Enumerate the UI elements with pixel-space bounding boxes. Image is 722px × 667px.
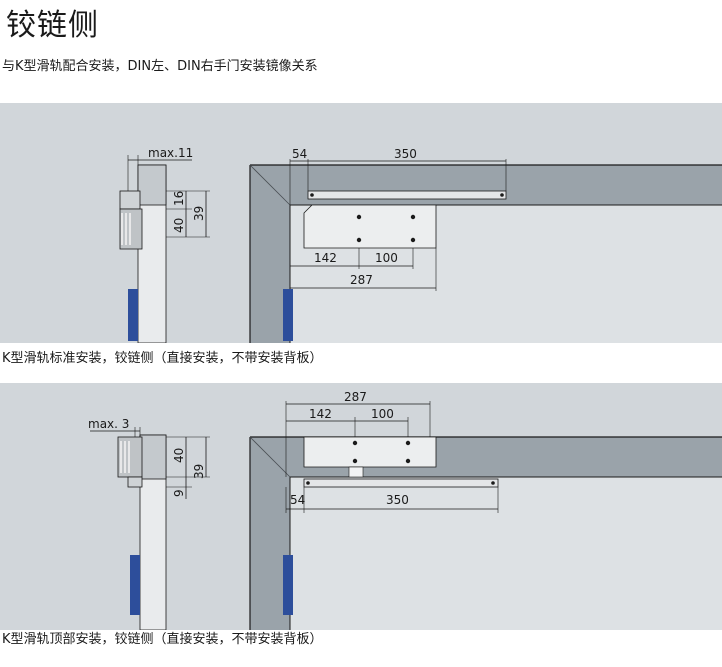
hinge-front	[283, 289, 293, 341]
dim-max-gap: max.11	[148, 146, 193, 160]
page-title: 铰链侧	[6, 8, 99, 43]
dim-40: 40	[172, 448, 186, 463]
front-frame-view: 287 142 100 54 350	[249, 390, 722, 630]
rail-profile	[119, 190, 141, 210]
hinge-side	[130, 555, 140, 615]
closer-profile	[119, 208, 143, 250]
dim-39: 39	[192, 206, 206, 221]
door-opening	[290, 477, 722, 630]
frame-head-section	[137, 164, 167, 206]
dim-287: 287	[350, 273, 373, 287]
diagram-caption-standard: K型滑轨标准安装，铰链侧（直接安装，不带安装背板）	[2, 351, 323, 366]
dim-54: 54	[290, 493, 305, 507]
dim-287: 287	[344, 390, 367, 404]
closer-profile	[117, 436, 143, 478]
dim-40: 40	[172, 218, 186, 233]
hinge-front	[283, 555, 293, 615]
dim-39: 39	[192, 464, 206, 479]
rail-profile	[127, 476, 143, 488]
front-frame-view: 54 350 142 100 287	[249, 147, 722, 343]
dim-350: 350	[394, 147, 417, 161]
slide-rail	[307, 190, 507, 200]
dim-16: 16	[172, 191, 186, 206]
diagram-panel-top-mount: max. 3 40 39 9	[0, 383, 722, 630]
diagram-panel-standard: max.11 16 40 39	[0, 103, 722, 343]
dim-100: 100	[375, 251, 398, 265]
door-closer-body	[303, 204, 437, 249]
closer-arm	[348, 466, 364, 478]
page-subtitle: 与K型滑轨配合安装，DIN左、DIN右手门安装镜像关系	[2, 59, 318, 74]
dim-142: 142	[309, 407, 332, 421]
frame-head-section	[139, 434, 167, 480]
hinge-side	[128, 289, 138, 341]
dim-54: 54	[292, 147, 307, 161]
dim-142: 142	[314, 251, 337, 265]
diagram-top-mount-svg: max. 3 40 39 9	[88, 390, 722, 630]
dim-9: 9	[172, 489, 186, 497]
door-closer-body	[303, 436, 437, 468]
side-section-view: max.11 16 40 39	[119, 146, 210, 343]
diagram-caption-top-mount: K型滑轨顶部安装，铰链侧（直接安装，不带安装背板）	[2, 632, 323, 647]
side-section-view: max. 3 40 39 9	[88, 417, 210, 630]
dim-100: 100	[371, 407, 394, 421]
diagram-standard-svg: max.11 16 40 39	[119, 146, 722, 343]
dim-350: 350	[386, 493, 409, 507]
dim-max-gap: max. 3	[88, 417, 129, 431]
slide-rail	[303, 478, 499, 488]
